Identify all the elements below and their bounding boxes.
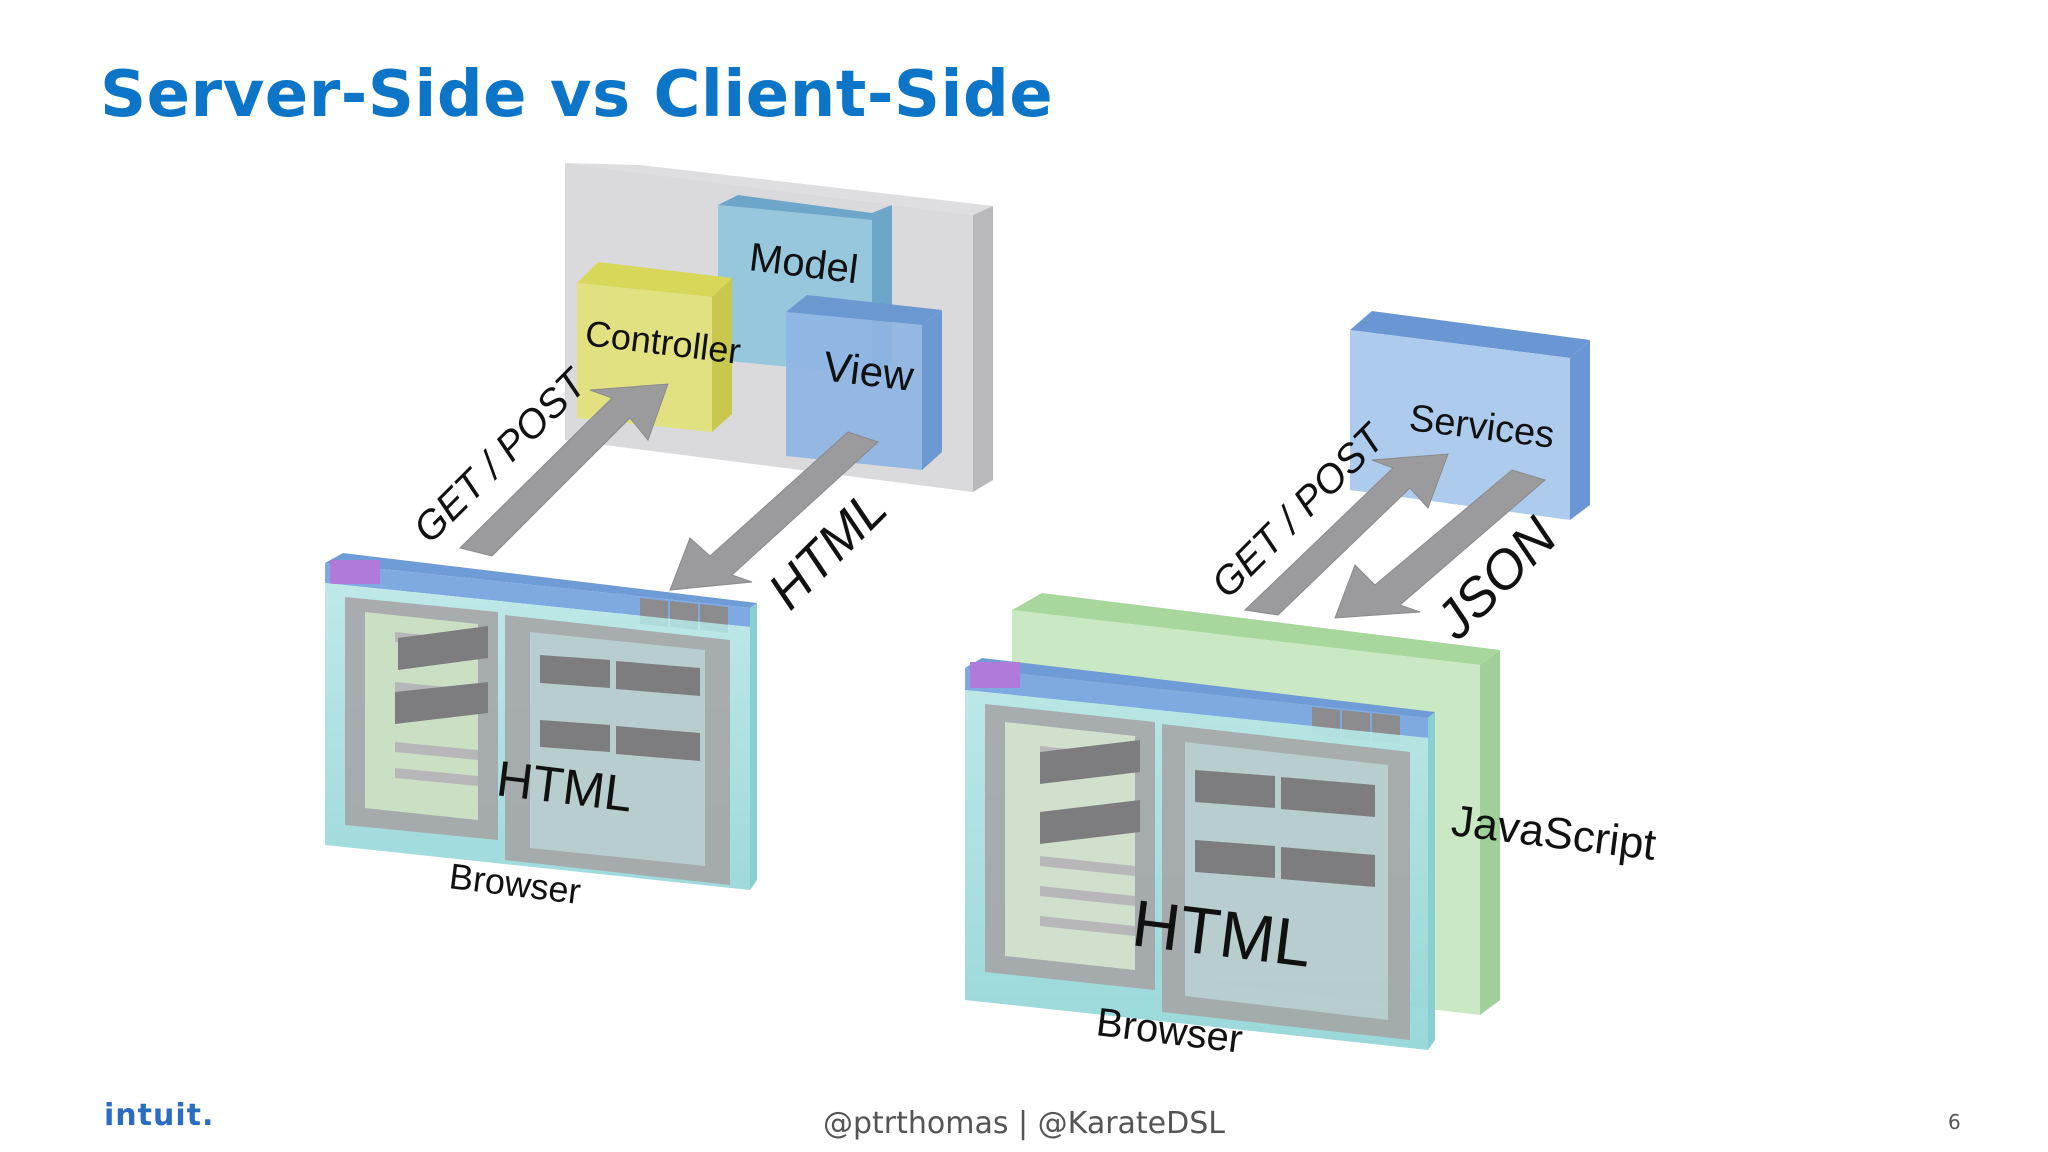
footer-credit: @ptrthomas | @KarateDSL: [822, 1106, 1225, 1141]
server-side-diagram: Model Controller View GET / POST HTML: [325, 163, 993, 912]
browser-tab-icon: [970, 662, 1020, 688]
view-box: View: [786, 295, 942, 470]
response-arrow: [669, 431, 879, 591]
page-number: 6: [1948, 1110, 1961, 1134]
request-arrow: [459, 383, 669, 557]
browser-tab-icon: [330, 560, 380, 584]
request-arrow: [1243, 453, 1449, 616]
view-label: View: [821, 342, 917, 400]
slide-title: Server-Side vs Client-Side: [100, 58, 1054, 132]
intuit-logo: intuit.: [104, 1098, 215, 1133]
browser-window: HTML: [965, 658, 1435, 1050]
response-arrow: [1334, 469, 1547, 619]
browser-window: HTML: [325, 553, 757, 890]
client-side-diagram: Services GET / POST JSON JavaScript: [965, 311, 1659, 1062]
